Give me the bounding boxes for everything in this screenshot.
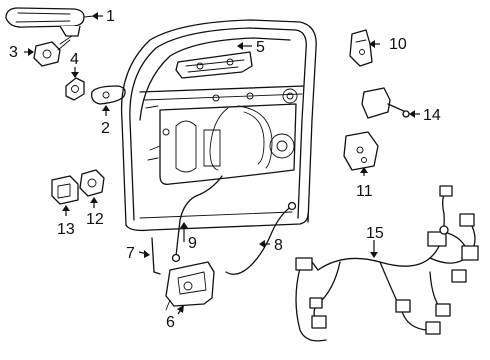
- callout-11: 11: [356, 183, 373, 200]
- window-regulator-part-5: [175, 51, 253, 79]
- callout-5: 5: [256, 39, 265, 56]
- handle-escutcheon-part-2: [91, 85, 126, 105]
- inside-release-cable-part-9: [171, 175, 223, 263]
- callout-2: 2: [101, 120, 110, 137]
- callout-6: 6: [166, 314, 175, 331]
- callout-1: 1: [106, 8, 115, 25]
- door-striker-part-13: [51, 175, 79, 205]
- outside-release-cable-part-8: [225, 201, 297, 275]
- callout-13: 13: [57, 221, 75, 238]
- callout-7: 7: [126, 245, 135, 262]
- handle-bracket-part-3: [33, 35, 73, 67]
- door-wiring-harness-part-15: [295, 185, 479, 342]
- callout-4: 4: [70, 51, 79, 68]
- upper-hinge-part-10: [349, 29, 373, 67]
- callout-9: 9: [188, 235, 197, 252]
- lower-hinge-part-11: [343, 131, 379, 171]
- check-bracket-part-12: [79, 169, 105, 197]
- outside-door-handle-part-1: [5, 7, 95, 37]
- callout-8: 8: [274, 237, 283, 254]
- callout-14: 14: [423, 107, 441, 124]
- lock-cylinder-part-4: [65, 77, 85, 101]
- lock-rod-part-7: [151, 237, 161, 275]
- callout-15: 15: [366, 225, 384, 242]
- door-frame: [120, 19, 317, 232]
- callout-12: 12: [86, 211, 104, 228]
- callout-10: 10: [389, 36, 407, 53]
- door-latch-part-6: [165, 261, 215, 311]
- door-check-part-14: [361, 87, 410, 119]
- callout-3: 3: [9, 44, 18, 61]
